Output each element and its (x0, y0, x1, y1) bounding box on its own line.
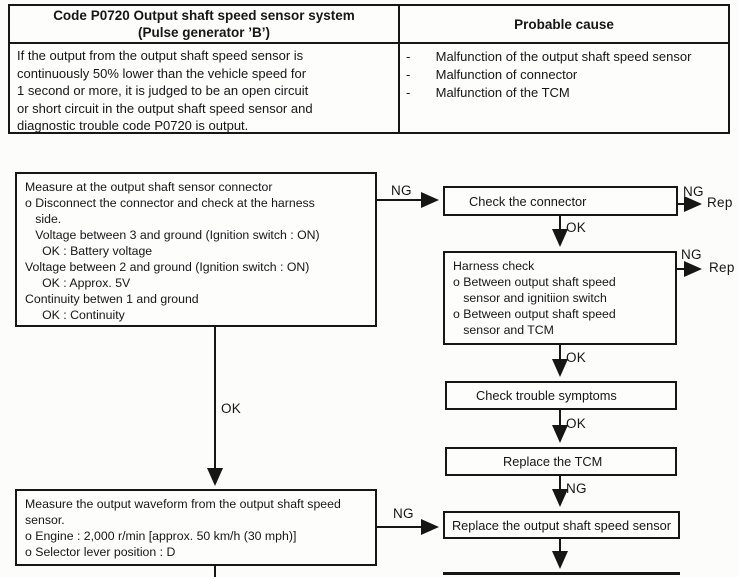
text-line: side. (25, 212, 62, 226)
flow-box-check-trouble-symptoms: Check trouble symptoms (445, 381, 677, 410)
text-line: continuously 50% lower than the vehicle … (17, 65, 307, 81)
text-line: o Engine : 2,000 r/min [approx. 50 km/h … (25, 529, 297, 543)
text-line: Measure at the output shaft sensor conne… (25, 180, 273, 194)
table-header-code: Code P0720 Output shaft speed sensor sys… (10, 6, 400, 42)
text-line: Voltage between 3 and ground (Ignition s… (25, 228, 320, 242)
label-rep-1: Rep (707, 195, 733, 210)
text-line: Voltage between 2 and ground (Ignition s… (25, 260, 310, 274)
probable-cause-list: - Malfunction of the output shaft speed … (400, 44, 728, 132)
text-line: OK : Continuity (25, 308, 125, 322)
text-line: - Malfunction of connector (406, 67, 578, 82)
text-line: Measure the output waveform from the out… (25, 497, 341, 511)
code-header-table: Code P0720 Output shaft speed sensor sys… (8, 4, 730, 134)
text-line: 1 second or more, it is judged to be an … (17, 83, 309, 99)
label-ok-1: OK (566, 220, 587, 235)
text-line: - Malfunction of the output shaft speed … (406, 49, 692, 64)
text-line: (Pulse generator ’B’) (137, 25, 271, 40)
text-line: o Disconnect the connector and check at … (25, 196, 315, 210)
text-line: o Between output shaft speed (453, 275, 616, 289)
flow-box-replace-sensor: Replace the output shaft speed sensor (443, 511, 680, 539)
text-line: diagnostic trouble code P0720 is output. (17, 118, 249, 134)
flow-box-replace-tcm: Replace the TCM (445, 447, 677, 476)
next-box-cut-edge (443, 572, 680, 575)
label-ng-3: NG (681, 247, 702, 262)
text-line: Continuity betwen 1 and ground (25, 292, 199, 306)
flow-box-measure-connector: Measure at the output shaft sensor conne… (15, 172, 377, 327)
code-description: If the output from the output shaft spee… (10, 44, 400, 134)
flow-box-check-connector: Check the connector (443, 186, 678, 216)
text-line: o Between output shaft speed (453, 307, 616, 321)
label-ng-5: NG (393, 506, 414, 521)
table-header-row: Code P0720 Output shaft speed sensor sys… (10, 6, 728, 44)
table-body-row: If the output from the output shaft spee… (10, 44, 728, 134)
label-ok-main: OK (221, 401, 242, 416)
text-line: If the output from the output shaft spee… (17, 48, 304, 63)
text-line: - Malfunction of the TCM (406, 85, 570, 100)
label-ng-2: NG (683, 184, 704, 199)
text-line: sensor and TCM (453, 323, 554, 337)
flow-box-measure-waveform: Measure the output waveform from the out… (15, 489, 377, 566)
text-line: or short circuit in the output shaft spe… (17, 100, 313, 116)
text-line: sensor and ignitiion switch (453, 291, 607, 305)
text-line: OK : Approx. 5V (25, 276, 131, 290)
text-line: sensor. (25, 513, 65, 527)
text-line: o Selector lever position : D (25, 545, 176, 559)
table-header-probable-cause: Probable cause (514, 16, 614, 32)
text-line: Code P0720 Output shaft speed sensor sys… (53, 8, 355, 23)
text-line: Harness check (453, 259, 535, 273)
label-rep-2: Rep (709, 260, 735, 275)
label-ok-2: OK (566, 350, 587, 365)
label-ng-4: NG (566, 481, 587, 496)
label-ng-1: NG (391, 183, 412, 198)
flow-box-harness-check: Harness check o Between output shaft spee… (443, 251, 677, 345)
label-ok-3: OK (566, 416, 587, 431)
text-line: OK : Battery voltage (25, 244, 153, 258)
